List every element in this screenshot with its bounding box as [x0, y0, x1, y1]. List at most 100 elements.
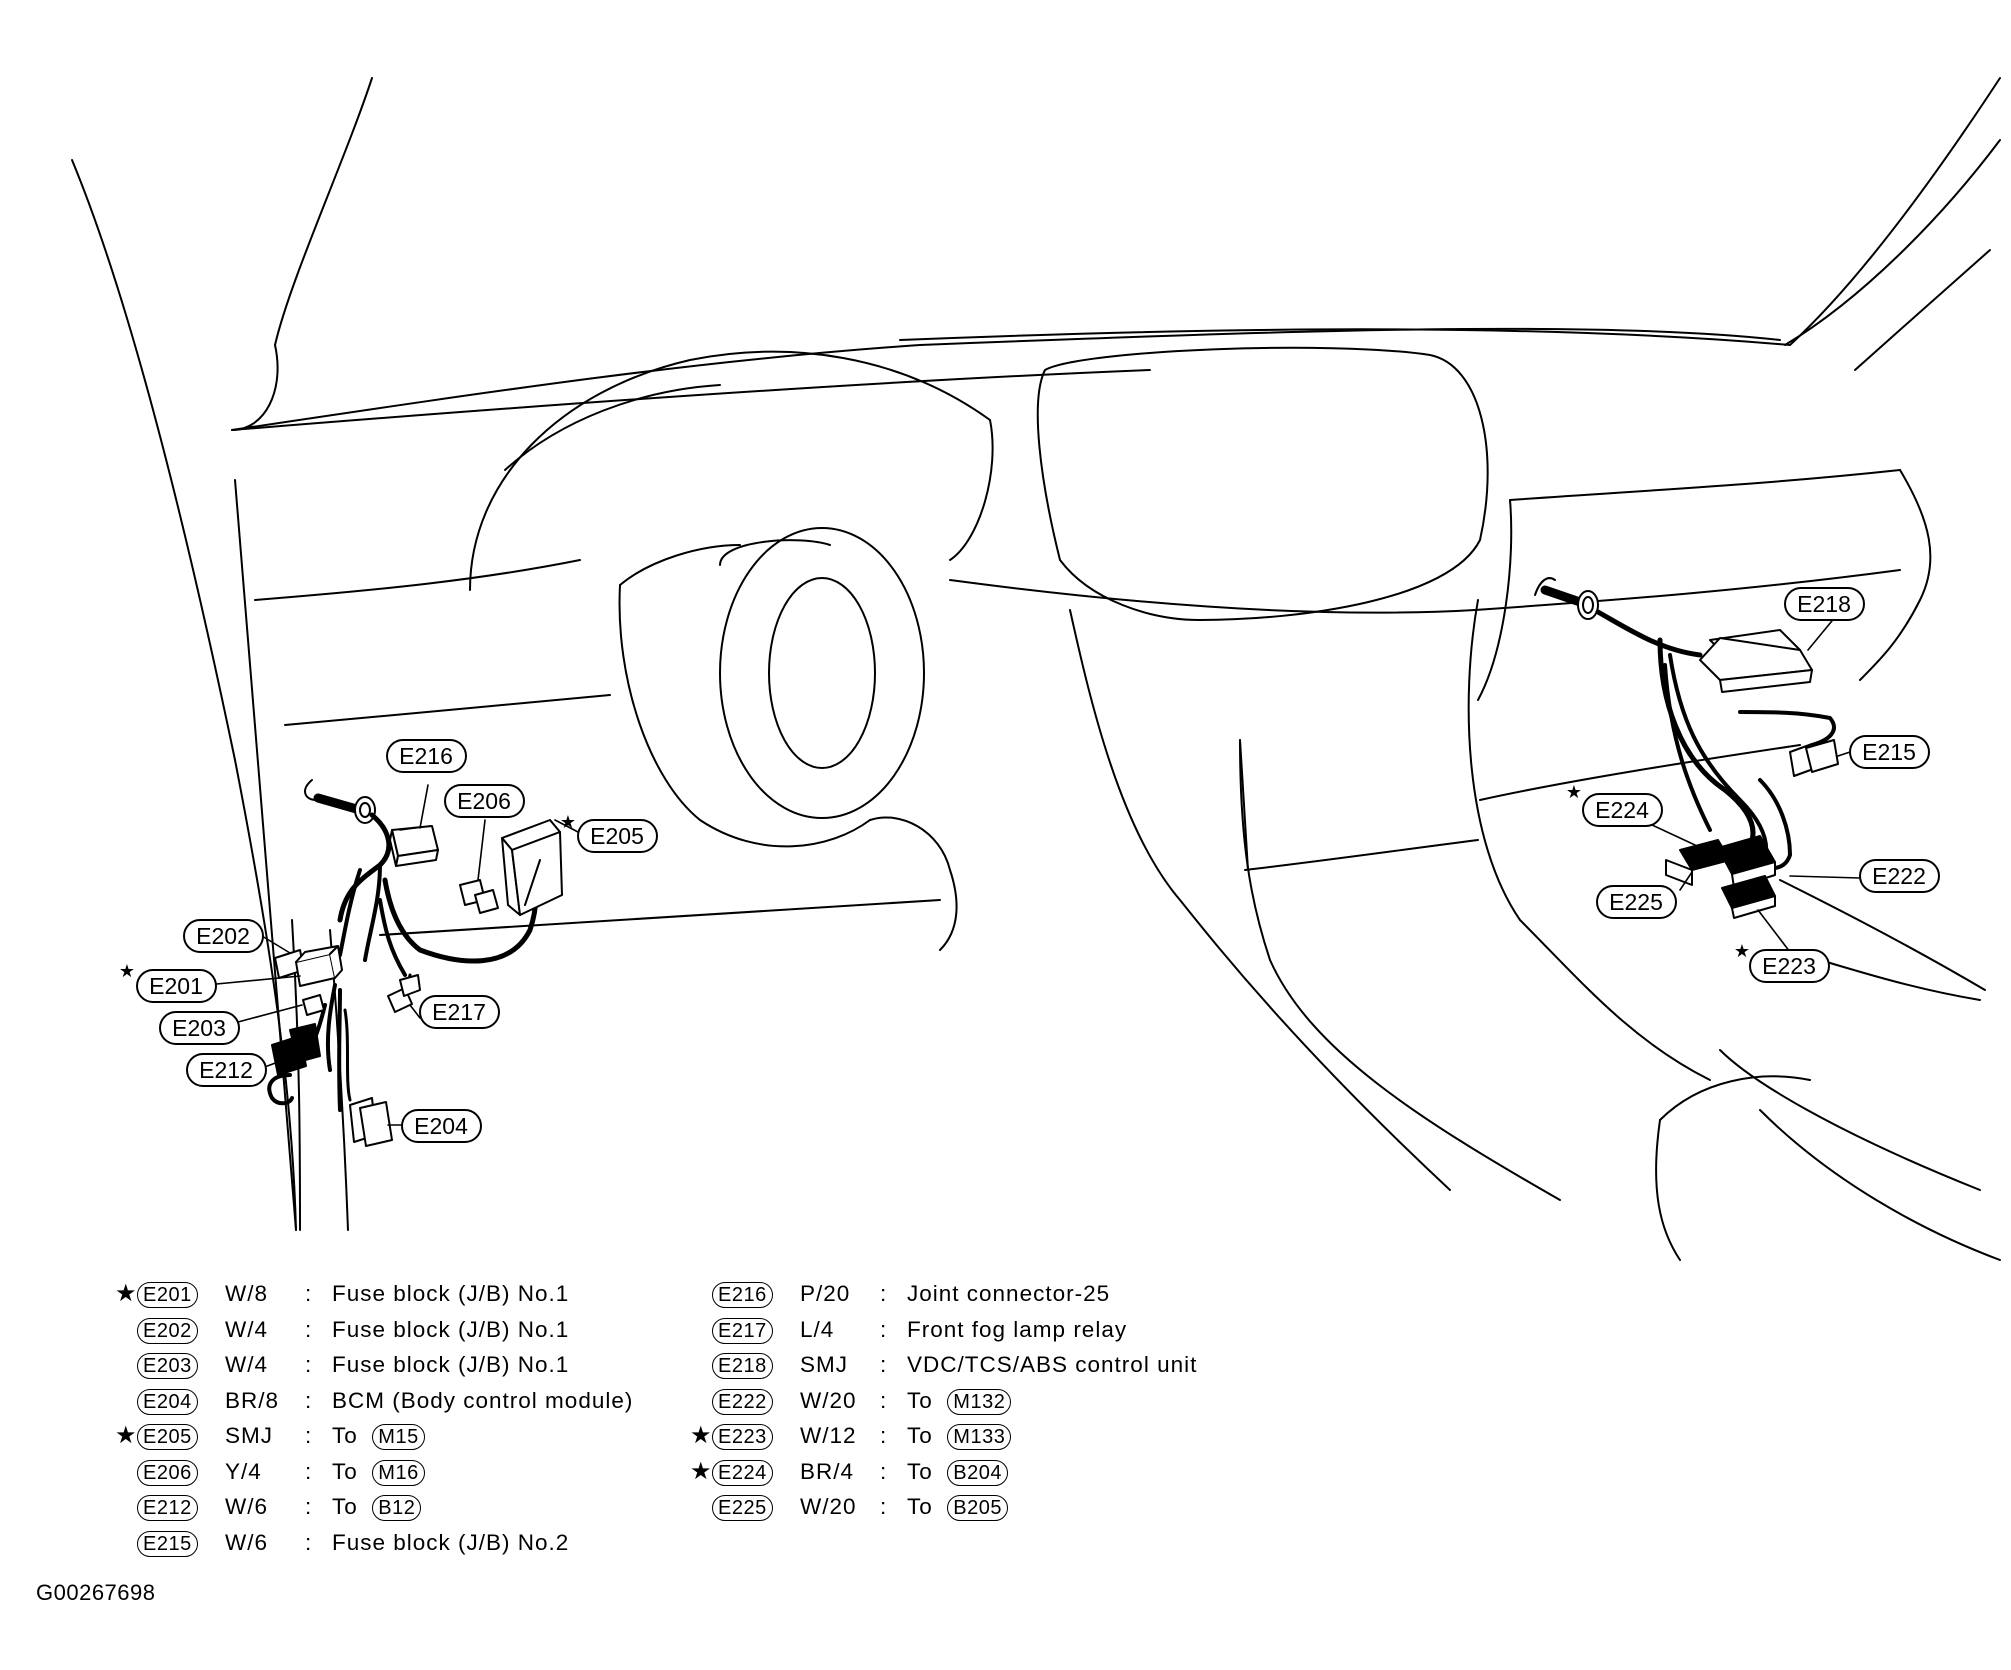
- connector-code: E201: [137, 1276, 198, 1312]
- connector-spec: P/20: [800, 1281, 851, 1306]
- connector-code: E218: [712, 1347, 773, 1383]
- connector-description: To M133: [907, 1418, 1012, 1454]
- description-text: Fuse block (J/B) No.1: [332, 1352, 570, 1377]
- connector-code-tag: E206: [137, 1459, 198, 1486]
- callout-e212: E212: [199, 1057, 253, 1083]
- connector-code: E224: [712, 1454, 773, 1490]
- connector-code: E223: [712, 1418, 773, 1454]
- connector-code-tag: E201: [137, 1282, 198, 1309]
- description-text: To: [907, 1387, 933, 1413]
- connector-code: E202: [137, 1312, 198, 1348]
- connector-description: Fuse block (J/B) No.1: [332, 1312, 569, 1348]
- connector-spec: W/6: [225, 1494, 269, 1519]
- connector-description: To M15: [332, 1418, 425, 1454]
- description-text: Fuse block (J/B) No.2: [332, 1529, 570, 1555]
- target-connector-tag: M132: [947, 1388, 1012, 1415]
- callout-e205: E205: [590, 823, 644, 849]
- separator-colon: :: [305, 1458, 313, 1484]
- target-connector-tag: B204: [947, 1459, 1008, 1486]
- connector-description: BCM (Body control module): [332, 1383, 633, 1419]
- callout-e201: E201: [149, 973, 203, 999]
- connector-description: To B12: [332, 1489, 422, 1525]
- connector-code: E215: [137, 1525, 198, 1561]
- star-e205: ★: [560, 812, 576, 832]
- connector-spec: W/20: [800, 1387, 857, 1413]
- description-text: To: [332, 1423, 358, 1448]
- connector-spec: SMJ: [225, 1423, 273, 1448]
- target-connector-tag: B205: [947, 1495, 1008, 1522]
- connector-spec: SMJ: [800, 1352, 848, 1377]
- description-text: Fuse block (J/B) No.1: [332, 1316, 570, 1342]
- callout-e215: E215: [1862, 739, 1916, 765]
- description-text: VDC/TCS/ABS control unit: [907, 1352, 1198, 1377]
- separator-colon: :: [305, 1494, 313, 1519]
- separator-colon: :: [305, 1529, 313, 1555]
- connector-code: E205: [137, 1418, 198, 1454]
- connector-code-tag: E205: [137, 1424, 198, 1451]
- separator-colon: :: [880, 1387, 888, 1413]
- connector-description: Joint connector-25: [907, 1276, 1110, 1312]
- callout-e222: E222: [1872, 863, 1926, 889]
- connector-code-tag: E212: [137, 1495, 198, 1522]
- connector-code: E206: [137, 1454, 198, 1490]
- separator-colon: :: [305, 1281, 313, 1306]
- callout-e225: E225: [1609, 889, 1663, 915]
- connector-spec: W/4: [225, 1352, 269, 1377]
- connector-code-tag: E203: [137, 1353, 198, 1380]
- connector-code-tag: E202: [137, 1317, 198, 1344]
- connector-code-tag: E224: [712, 1459, 773, 1486]
- connector-code-tag: E225: [712, 1495, 773, 1522]
- connector-spec: W/12: [800, 1423, 857, 1448]
- connector-description: Fuse block (J/B) No.1: [332, 1276, 569, 1312]
- dashboard-outline: [71, 77, 2001, 1261]
- callout-e218: E218: [1797, 591, 1851, 617]
- connector-spec: L/4: [800, 1316, 835, 1342]
- connector-code: E216: [712, 1276, 773, 1312]
- callout-e223: E223: [1762, 953, 1816, 979]
- star-marker: ★: [690, 1457, 713, 1485]
- description-text: Joint connector-25: [907, 1281, 1111, 1306]
- connector-code: E212: [137, 1489, 198, 1525]
- separator-colon: :: [880, 1352, 888, 1377]
- description-text: To: [907, 1458, 933, 1484]
- connector-code: E204: [137, 1383, 198, 1419]
- callout-labels: E216 E206 E205 ★ E202 E201 ★ E203 E212 E…: [119, 587, 1940, 1143]
- connector-code-tag: E218: [712, 1353, 773, 1380]
- target-connector-tag: M16: [372, 1459, 425, 1486]
- connector-spec: W/20: [800, 1494, 857, 1519]
- description-text: Fuse block (J/B) No.1: [332, 1281, 570, 1306]
- left-harness: [205, 779, 579, 1147]
- star-marker: ★: [115, 1280, 138, 1307]
- callout-e204: E204: [414, 1113, 468, 1139]
- connector-spec: W/4: [225, 1316, 269, 1342]
- description-text: BCM (Body control module): [332, 1387, 634, 1413]
- connector-code: E203: [137, 1347, 198, 1383]
- star-marker: ★: [115, 1422, 138, 1449]
- connector-spec: Y/4: [225, 1458, 262, 1484]
- connector-description: To B204: [907, 1454, 1008, 1490]
- connector-description: VDC/TCS/ABS control unit: [907, 1347, 1197, 1383]
- description-text: To: [907, 1494, 933, 1519]
- connector-code-tag: E222: [712, 1388, 773, 1415]
- target-connector-tag: M15: [372, 1424, 425, 1451]
- separator-colon: :: [305, 1423, 313, 1448]
- connector-description: Fuse block (J/B) No.1: [332, 1347, 569, 1383]
- separator-colon: :: [880, 1316, 888, 1342]
- callout-e217: E217: [432, 999, 486, 1025]
- separator-colon: :: [305, 1352, 313, 1377]
- connector-code-tag: E204: [137, 1388, 198, 1415]
- connector-code: E225: [712, 1489, 773, 1525]
- description-text: To: [332, 1494, 358, 1519]
- star-e201: ★: [119, 961, 135, 981]
- target-connector-tag: B12: [372, 1495, 422, 1522]
- star-e223: ★: [1734, 941, 1750, 961]
- connector-description: To M16: [332, 1454, 425, 1490]
- connector-code-tag: E216: [712, 1282, 773, 1309]
- connector-description: To M132: [907, 1383, 1012, 1419]
- callout-e216: E216: [399, 743, 453, 769]
- callout-e202: E202: [196, 923, 250, 949]
- description-text: Front fog lamp relay: [907, 1316, 1128, 1342]
- separator-colon: :: [880, 1423, 888, 1448]
- connector-description: Front fog lamp relay: [907, 1312, 1127, 1348]
